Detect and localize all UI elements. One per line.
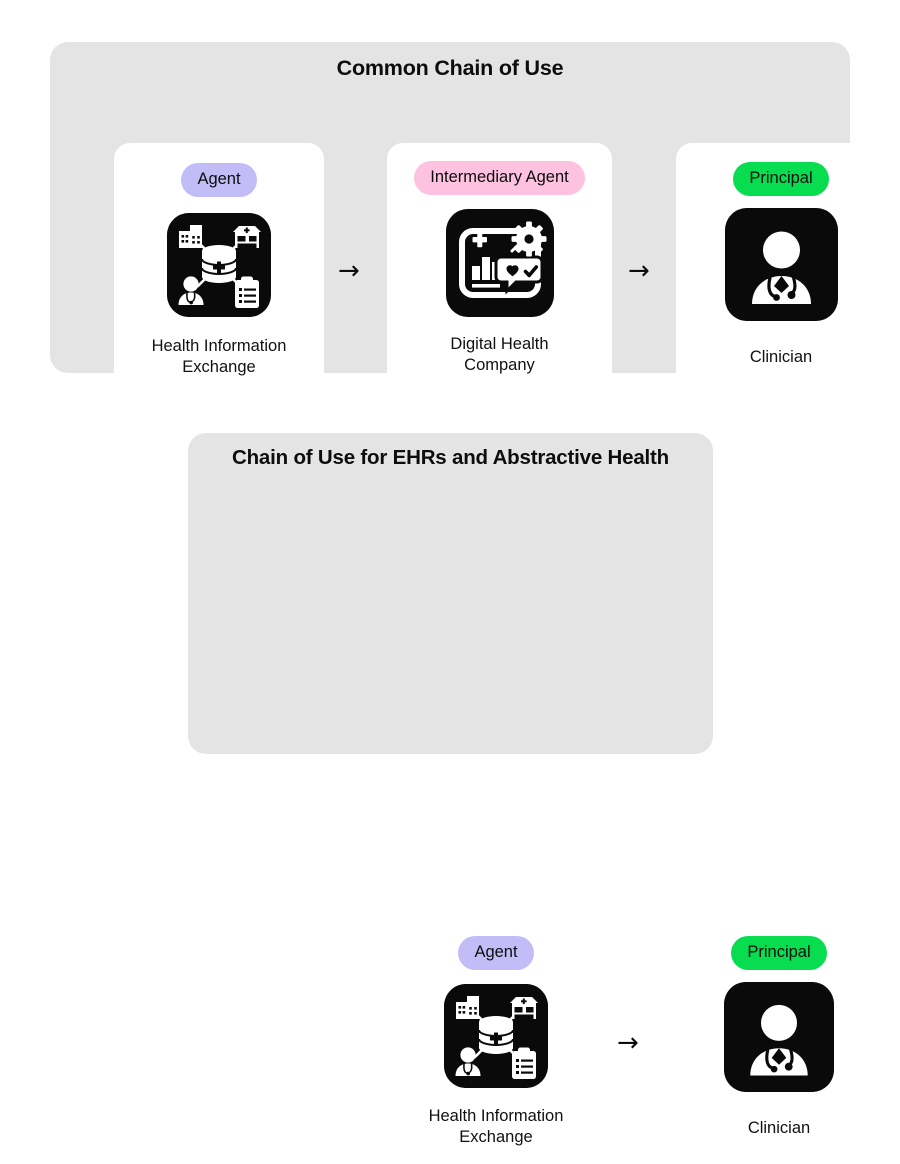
- panel-title: Common Chain of Use: [336, 56, 564, 80]
- card-label: Digital Health Company: [450, 334, 549, 374]
- role-badge-row: Agent: [458, 936, 534, 970]
- card-clinician[interactable]: Principal Clinician: [674, 916, 884, 1164]
- panel-title: Chain of Use for EHRs and Abstractive He…: [232, 446, 669, 469]
- digital-health-dashboard-icon: [445, 208, 554, 317]
- status-badge-agent: Agent: [181, 163, 257, 197]
- card-label: Clinician: [747, 1118, 811, 1137]
- card-health-information-exchange[interactable]: Agent: [391, 916, 601, 1164]
- arrow-right-icon: →: [628, 256, 650, 286]
- card-label: Health Information Exchange: [428, 1106, 564, 1146]
- status-badge-principal: Principal: [733, 162, 829, 196]
- role-badge-row: Principal: [733, 162, 829, 196]
- status-badge-intermediary-agent: Intermediary Agent: [414, 161, 585, 195]
- card-digital-health-company[interactable]: Intermediary Agent: [387, 143, 612, 400]
- arrow-right-icon: →: [338, 256, 360, 286]
- clinician-icon: [724, 981, 834, 1092]
- card-label: Clinician: [749, 347, 813, 366]
- panel-common-chain-of-use: Common Chain of Use Agent: [50, 42, 886, 400]
- role-badge-row: Principal: [731, 936, 827, 970]
- status-badge-principal: Principal: [731, 936, 827, 970]
- card-clinician[interactable]: Principal Clinician: [676, 143, 886, 400]
- card-health-information-exchange[interactable]: Agent: [114, 143, 324, 400]
- panel-ehr-abstractive-health-chain: Chain of Use for EHRs and Abstractive He…: [188, 433, 884, 1164]
- status-badge-agent: Agent: [458, 936, 534, 970]
- clinician-icon: [724, 207, 838, 321]
- arrow-right-icon: →: [617, 1028, 639, 1058]
- card-label: Health Information Exchange: [151, 336, 287, 376]
- role-badge-row: Intermediary Agent: [414, 161, 585, 195]
- health-information-exchange-icon: [444, 983, 548, 1088]
- role-badge-row: Agent: [181, 163, 257, 197]
- health-information-exchange-icon: [167, 212, 271, 317]
